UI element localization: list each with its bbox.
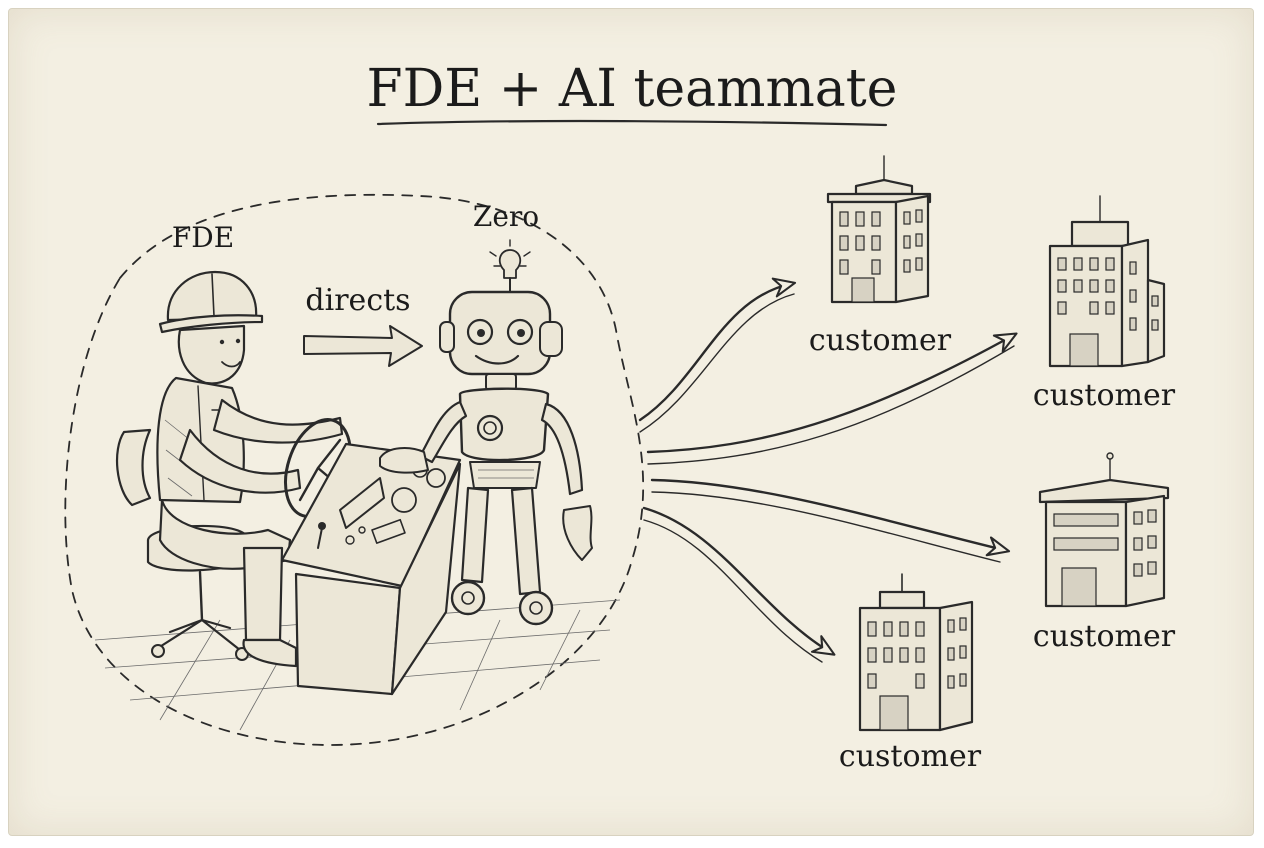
- title-underline: [376, 119, 888, 127]
- arrow-to-customer-3: [650, 478, 1011, 557]
- customer-label-1: customer: [809, 323, 952, 358]
- diagram-title: FDE + AI teammate: [367, 59, 898, 119]
- control-desk: [280, 442, 462, 696]
- fde-label: FDE: [172, 221, 234, 254]
- customer-label-4: customer: [839, 739, 982, 774]
- arrow-to-customer-1: [638, 277, 797, 422]
- directs-label: directs: [305, 283, 410, 318]
- arrow-to-customer-2: [646, 332, 1018, 454]
- customer-building-2: [1048, 195, 1166, 368]
- ai-robot-illustration: [379, 239, 593, 626]
- ai-label: Zero: [473, 200, 539, 233]
- customer-building-4: [858, 573, 974, 732]
- customer-label-2: customer: [1033, 378, 1176, 413]
- customer-building-1: [826, 155, 932, 304]
- customer-label-3: customer: [1033, 619, 1176, 654]
- arrow-to-customer-4: [642, 506, 836, 656]
- arrows-to-customers: [638, 277, 1018, 663]
- directs-arrow: [303, 325, 423, 367]
- fde-engineer-illustration: [156, 270, 344, 668]
- customer-building-3: [1038, 452, 1170, 608]
